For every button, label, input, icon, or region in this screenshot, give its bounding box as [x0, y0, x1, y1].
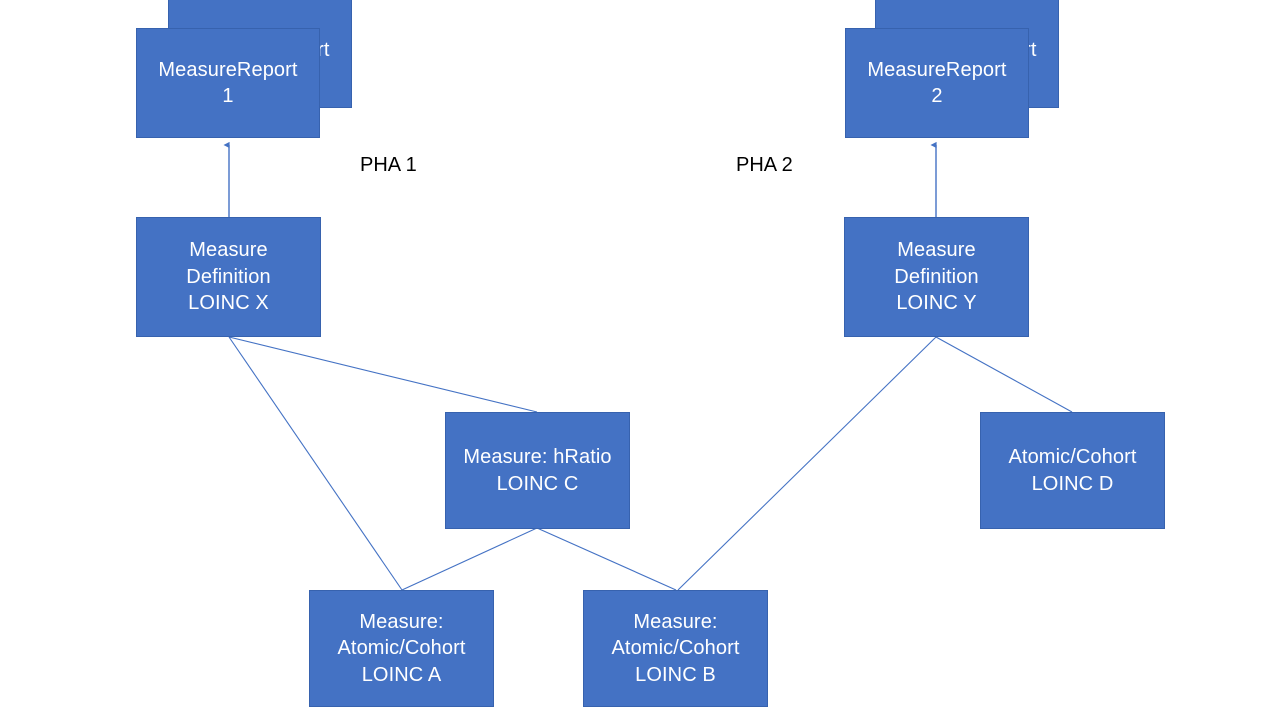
edge-def-y-to-loinc-d [935, 336, 1073, 413]
edge-def-x-to-hratio-c [228, 336, 538, 413]
measure-definition-loinc-y-card[interactable]: Measure Definition LOINC Y [844, 217, 1029, 337]
measure-definition-loinc-x-label: Measure Definition LOINC X [186, 239, 271, 315]
measure-atomic-cohort-loinc-a-label: Measure: Atomic/Cohort LOINC A [337, 610, 466, 686]
measure-report-2-card[interactable]: MeasureReport 2 [845, 28, 1029, 138]
edge-hratio-c-to-loinc-a [401, 527, 538, 591]
measure-atomic-cohort-loinc-b-card[interactable]: Measure: Atomic/Cohort LOINC B [583, 590, 768, 707]
edge-def-y-to-loinc-b [677, 336, 937, 591]
atomic-cohort-loinc-d-label: Atomic/Cohort LOINC D [1008, 446, 1137, 495]
measure-report-2-label: MeasureReport 2 [867, 58, 1007, 107]
measure-atomic-cohort-loinc-a-card[interactable]: Measure: Atomic/Cohort LOINC A [309, 590, 494, 707]
atomic-cohort-loinc-d-card[interactable]: Atomic/Cohort LOINC D [980, 412, 1165, 529]
measure-hratio-loinc-c-label: Measure: hRatio LOINC C [463, 446, 612, 495]
measure-report-1-card[interactable]: MeasureReport 1 [136, 28, 320, 138]
measure-definition-loinc-y-label: Measure Definition LOINC Y [894, 239, 979, 315]
measure-definition-loinc-x-card[interactable]: Measure Definition LOINC X [136, 217, 321, 337]
edge-def-x-to-loinc-a [228, 336, 403, 591]
measure-atomic-cohort-loinc-b-label: Measure: Atomic/Cohort LOINC B [611, 610, 740, 686]
edge-hratio-c-to-loinc-b [536, 527, 677, 591]
measure-report-1-label: MeasureReport 1 [158, 58, 298, 107]
pha-2-label: PHA 2 [736, 154, 793, 176]
pha-1-label: PHA 1 [360, 154, 417, 176]
measure-hratio-loinc-c-card[interactable]: Measure: hRatio LOINC C [445, 412, 630, 529]
